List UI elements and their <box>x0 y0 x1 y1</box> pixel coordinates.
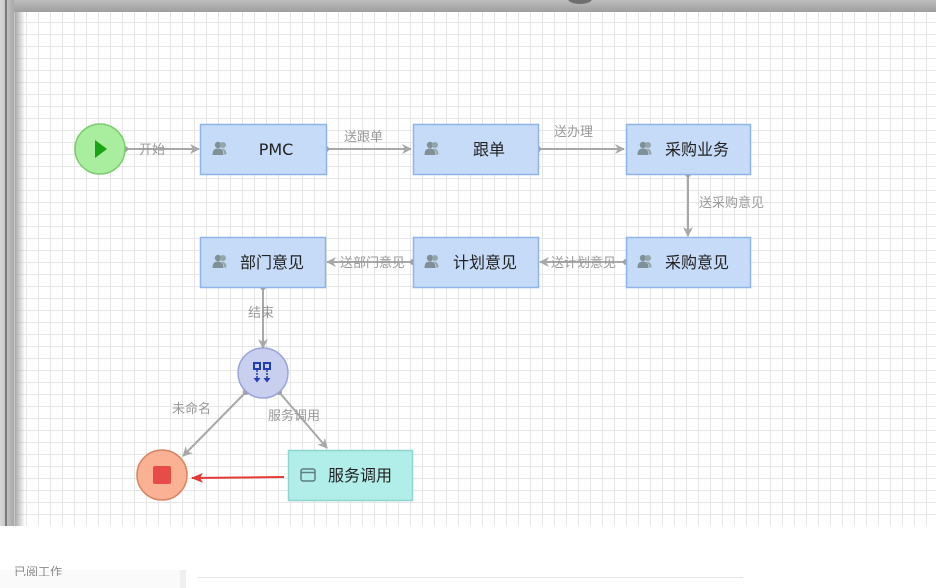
service-task[interactable]: 服务调用 <box>287 449 414 502</box>
edge-gateway-service[interactable]: 服务调用 <box>268 389 328 449</box>
splitter-edge <box>5 0 7 526</box>
edges-layer: 开始 送跟单 送办理 送采购意见 送计划意见 送部门意见 <box>122 125 764 483</box>
task-gendan[interactable]: 跟单 <box>412 123 540 176</box>
window-icon <box>300 468 316 482</box>
edge-caigou-yewu-caigou-yijian[interactable]: 送采购意见 <box>683 171 764 237</box>
edge-gateway-end[interactable]: 未命名 <box>172 389 249 457</box>
edge-label: 送采购意见 <box>699 195 764 211</box>
fork-icon <box>253 362 271 383</box>
task-label: 服务调用 <box>328 466 392 485</box>
edge-pmc-gendan[interactable]: 送跟单 <box>323 130 412 154</box>
edge-label: 送跟单 <box>344 130 383 145</box>
edge-jihua-yijian-bumen-yijian[interactable]: 送部门意见 <box>326 255 416 271</box>
task-label: 计划意见 <box>453 253 517 272</box>
edge-label: 服务调用 <box>268 408 320 424</box>
task-bumen-yijian[interactable]: 部门意见 <box>199 236 327 289</box>
workflow-diagram[interactable]: 开始 送跟单 送办理 送采购意见 送计划意见 送部门意见 <box>0 0 936 526</box>
sidebar-separator <box>180 570 186 588</box>
edge-gendan-caigou-yewu[interactable]: 送办理 <box>535 125 625 154</box>
edge-label: 未命名 <box>172 401 211 417</box>
edge-label: 送部门意见 <box>340 255 405 271</box>
start-event[interactable] <box>74 123 126 175</box>
task-caigou-yewu[interactable]: 采购业务 <box>625 123 752 176</box>
edge-label: 开始 <box>139 143 165 158</box>
canvas-shadow <box>15 12 25 526</box>
task-pmc[interactable]: PMC <box>199 123 328 176</box>
divider <box>198 577 743 578</box>
task-caigou-yijian[interactable]: 采购意见 <box>625 236 752 289</box>
edge-service-end-highlighted[interactable] <box>191 472 285 483</box>
edge-bumen-yijian-gateway[interactable]: 结束 <box>248 284 274 349</box>
stop-icon <box>153 466 171 484</box>
task-label: 采购意见 <box>665 253 729 272</box>
task-label: 部门意见 <box>240 253 304 272</box>
edge-label: 结束 <box>248 306 274 321</box>
end-event[interactable] <box>136 449 188 501</box>
task-jihua-yijian[interactable]: 计划意见 <box>412 236 540 289</box>
sidebar-item-read-work[interactable]: 已阅工作 <box>14 566 63 576</box>
edge-label: 送计划意见 <box>551 255 616 271</box>
scroll-handle[interactable] <box>568 0 592 4</box>
parallel-gateway[interactable] <box>237 347 289 399</box>
left-panel-splitter[interactable] <box>0 0 14 526</box>
window-top-bar <box>0 0 936 12</box>
edge-start-pmc[interactable]: 开始 <box>122 143 200 158</box>
play-icon <box>95 140 107 158</box>
task-label: 跟单 <box>473 140 505 159</box>
sidebar <box>0 570 180 588</box>
edge-label: 送办理 <box>554 125 593 140</box>
bottom-panel: 已阅工作 <box>0 526 936 588</box>
task-label: 采购业务 <box>665 140 729 159</box>
edge-caigou-yijian-jihua-yijian[interactable]: 送计划意见 <box>539 255 629 271</box>
task-label: PMC <box>259 140 294 159</box>
